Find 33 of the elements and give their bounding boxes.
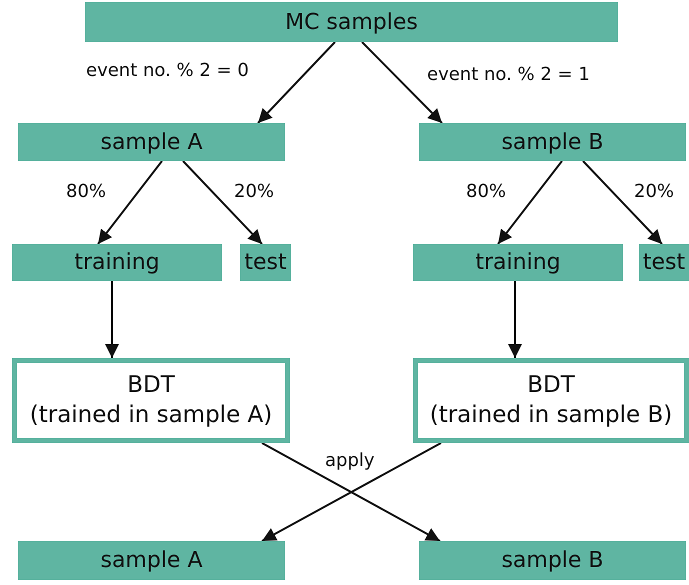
node-label: test — [244, 250, 287, 275]
process-box — [12, 244, 222, 281]
arrow — [508, 281, 522, 358]
arrow — [497, 160, 563, 245]
node-label: sample B — [501, 548, 604, 573]
process-box — [85, 2, 618, 42]
node-label: sample A — [100, 548, 203, 573]
node-label: BDT — [127, 370, 175, 400]
model-box — [12, 358, 290, 443]
edge-label: apply — [323, 450, 377, 471]
process-box — [419, 541, 686, 580]
node-label: (trained in sample B) — [430, 400, 672, 430]
node-label: training — [74, 250, 160, 275]
node-label: BDT — [527, 370, 575, 400]
node-label: test — [642, 250, 686, 275]
process-box — [18, 123, 285, 161]
process-box — [419, 123, 686, 161]
arrow — [97, 160, 163, 245]
model-box — [413, 358, 689, 443]
arrow — [182, 160, 263, 245]
arrow — [105, 281, 119, 358]
process-box — [18, 541, 285, 580]
arrow — [582, 160, 663, 245]
arrow — [361, 41, 443, 124]
process-box — [413, 244, 623, 281]
node-label: sample A — [100, 130, 203, 154]
node-label: sample B — [501, 130, 604, 154]
node-label: MC samples — [285, 10, 418, 34]
process-box — [240, 244, 291, 281]
node-label: training — [475, 250, 561, 275]
arrow — [257, 41, 336, 124]
process-box — [639, 244, 689, 281]
node-label: (trained in sample A) — [30, 400, 272, 430]
